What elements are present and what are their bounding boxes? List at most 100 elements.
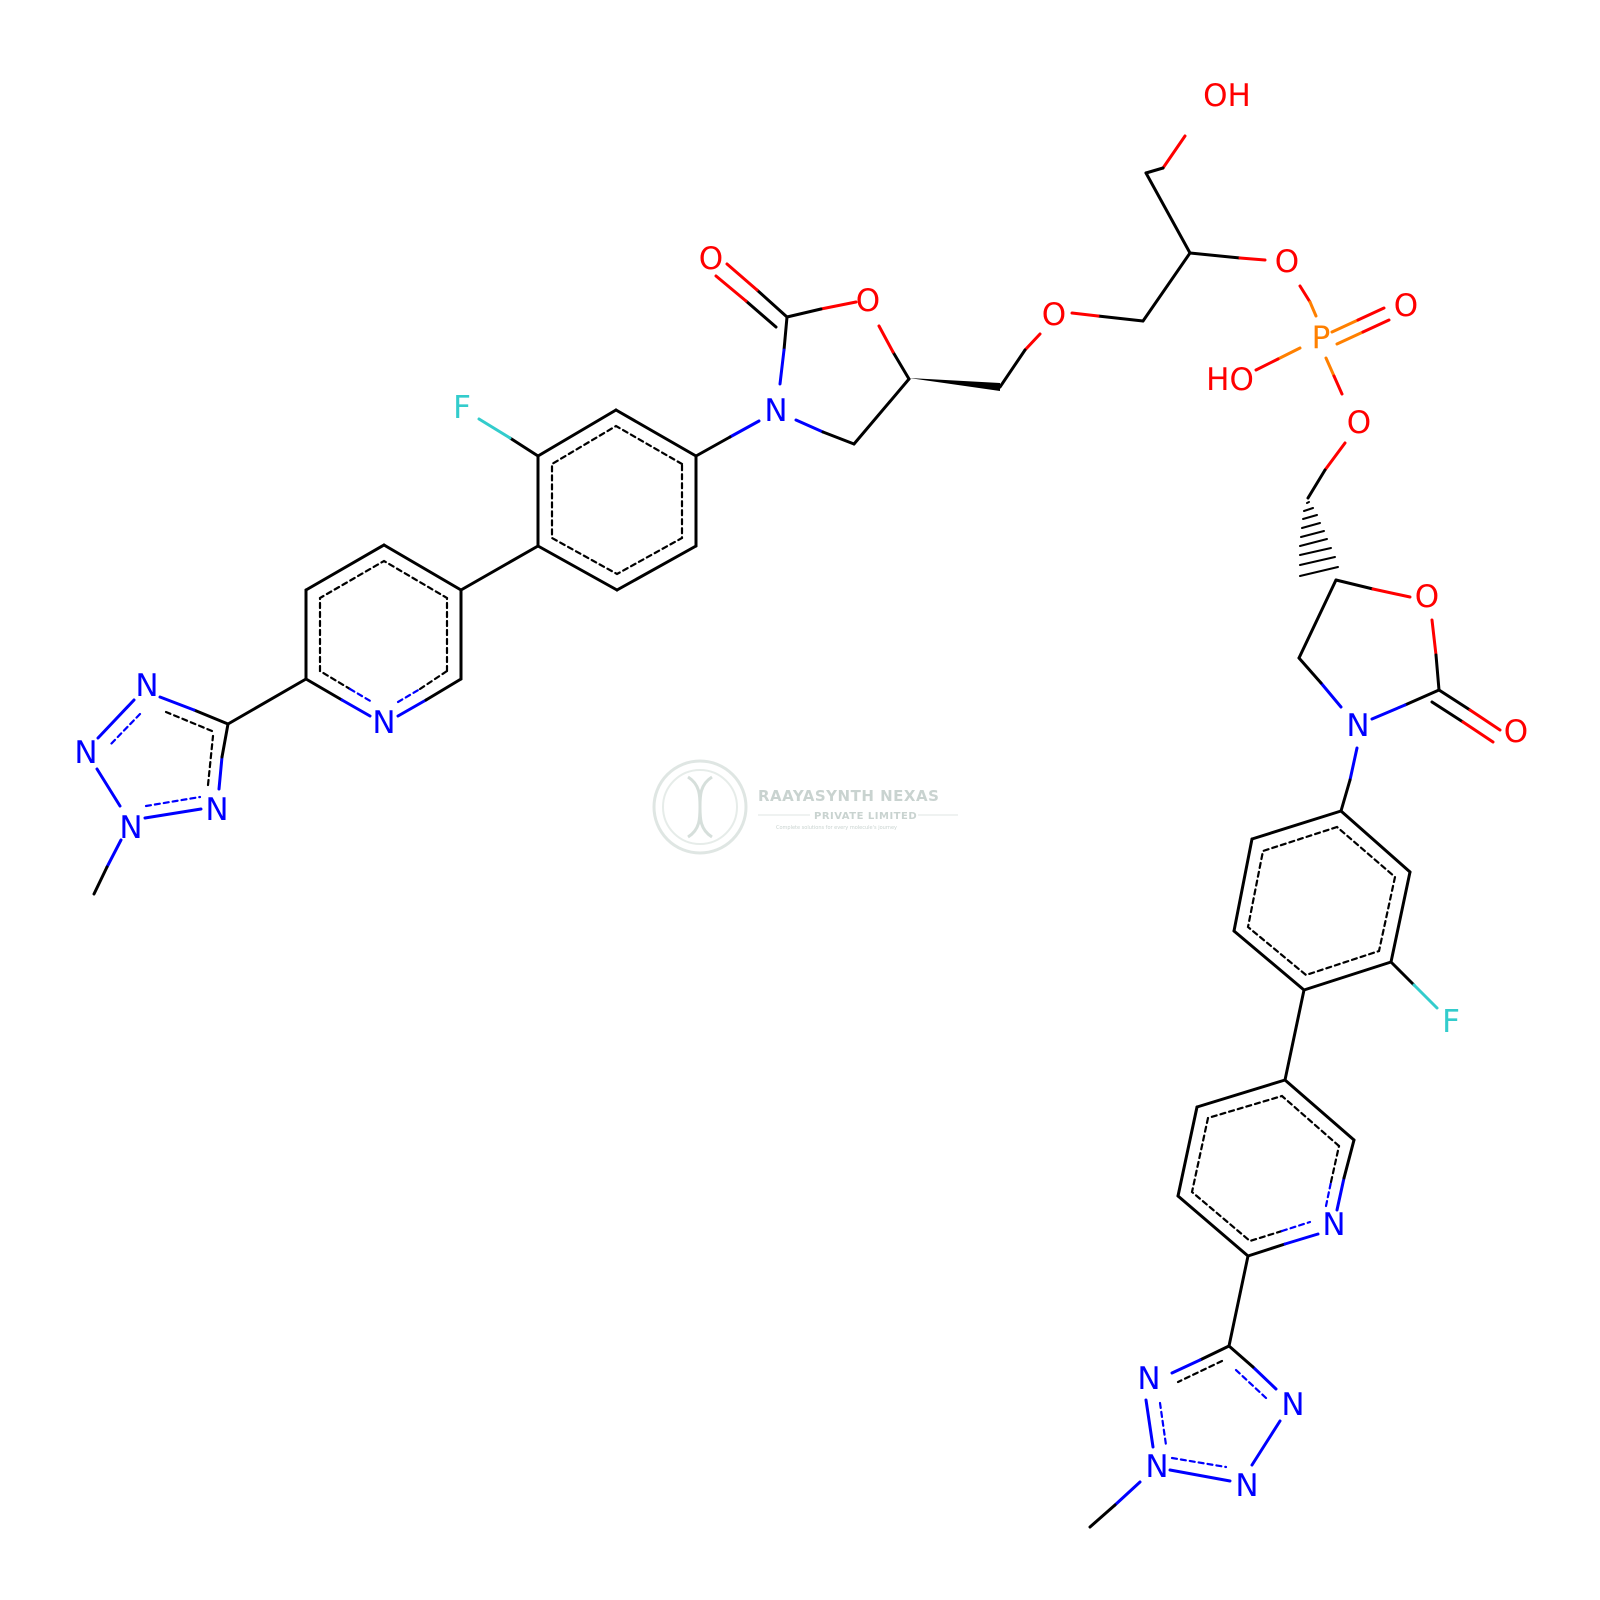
bond-c-f-right — [1389, 960, 1416, 987]
bond-tz-l-n-methyl-b — [92, 865, 109, 896]
atom-o-carbonyl-left: O — [699, 241, 723, 277]
bond-benz-l-pyr — [459, 544, 540, 592]
bond-tz-r-arom-2 — [1158, 1401, 1168, 1447]
bond-pyr-r-5b — [1335, 1176, 1346, 1212]
bond-ch2-o-ether — [1096, 314, 1145, 323]
bond-pyr-r-tetrazole — [1227, 1254, 1250, 1348]
bond-oh-top-ch2-b — [1144, 166, 1165, 175]
bond-tz-r-n4-c-b — [1227, 1344, 1255, 1369]
bond-pyr-r-3 — [1176, 1194, 1250, 1258]
bond-benz-r-5 — [1389, 870, 1412, 964]
bond-ring-r-c4-c5 — [1297, 578, 1338, 660]
bond-c-f-left — [508, 436, 540, 458]
bond-benz-r-1 — [1250, 809, 1343, 841]
bond-pyr-l-2 — [304, 543, 386, 592]
bond-tz-l-arom-1 — [164, 710, 214, 733]
bond-pyr-r-1 — [1195, 1078, 1287, 1109]
bond-c2-n3 — [782, 315, 789, 352]
bonds — [92, 134, 1502, 1529]
bond-ring-r-n3-c4-blue — [1319, 681, 1343, 709]
bond-benz-r-4 — [1302, 960, 1393, 992]
bond-n3-aryl — [694, 435, 732, 458]
atom-n-pyridine-right: N — [1322, 1207, 1345, 1243]
bond-p-o-double-2 — [1335, 330, 1365, 346]
bond-benz-r-3 — [1232, 929, 1306, 992]
bond-c2-o-carbonyl-1r — [725, 262, 759, 292]
atom-o-carbonyl-right: O — [1504, 714, 1528, 750]
bond-pyr-r-aromatic-end — [1329, 1144, 1341, 1184]
atom-n-tetrazole-left-1: N — [135, 668, 158, 704]
bond-ch-o-ester — [1188, 251, 1242, 260]
bond-tz-r-n1-n2 — [1144, 1398, 1155, 1449]
atom-o-ring-left: O — [856, 283, 880, 319]
bond-tz-r-n2-n3 — [1168, 1468, 1232, 1483]
bond-benz-l-4 — [536, 544, 619, 592]
bond-c2-o-carbonyl-1 — [755, 288, 789, 319]
atom-o-ether: O — [1042, 297, 1066, 333]
atom-n-tetrazole-right-1: N — [1137, 1361, 1160, 1397]
watermark-company: RAAYASYNTH NEXAS — [758, 787, 939, 805]
bond-n3-c4 — [821, 430, 856, 446]
bond-ring-c5-o1-red — [877, 324, 895, 354]
watermark-tagline: Complete solutions for every molecule's … — [776, 825, 897, 831]
bond-ring-r-c5-o1-red — [1371, 587, 1412, 599]
bond-ring-o1-c2 — [785, 307, 823, 319]
bond-c2-o-carbonyl-2 — [744, 299, 778, 329]
bond-pyr-r-aromatic — [1190, 1094, 1341, 1243]
bond-pyr-l-5b — [396, 698, 428, 718]
bond-hash-wedge-right — [1299, 501, 1339, 577]
bond-o-p-top-orange — [1308, 300, 1318, 318]
bond-ring-r-c2-o-1 — [1437, 688, 1472, 712]
bond-n3-c4-blue — [794, 418, 825, 434]
bond-benz-l-aromatic — [550, 424, 684, 576]
bond-benz-l-5 — [615, 544, 698, 592]
bond-ring-r-c2-o-2 — [1430, 700, 1465, 724]
bond-tz-r-c-n1 — [1198, 1344, 1231, 1362]
bond-benz-l-1 — [614, 408, 698, 458]
atom-o-phosphate-ester: O — [1347, 405, 1371, 441]
bond-pyr-l-4b — [340, 698, 372, 718]
bond-c4-c5 — [852, 377, 911, 446]
bond-ch-o-ester-red — [1238, 256, 1267, 262]
atom-n-tetrazole-left-3: N — [119, 810, 142, 846]
bond-tz-l-c-n1 — [192, 708, 230, 726]
bond-pyr-l-4 — [304, 677, 344, 702]
bond-p-oh-red — [1254, 357, 1280, 372]
bond-tz-r-c-n1b — [1170, 1358, 1202, 1375]
bond-tz-l-n1-n2 — [96, 698, 136, 740]
bond-ch2-ch — [1144, 171, 1192, 255]
bond-pyr-l-aromatic-blue2 — [396, 687, 422, 704]
atom-o-glycerol-ester: O — [1275, 244, 1299, 280]
atom-n-tetrazole-left-4: N — [205, 792, 228, 828]
bond-tz-r-arom-1 — [1176, 1359, 1224, 1384]
bond-benz-r-2 — [1232, 837, 1254, 933]
bond-ring-r-c2-o-2r — [1461, 720, 1495, 744]
atom-n-oxazolidinone-left: N — [764, 393, 787, 429]
bond-o-ether-ch2-red — [1023, 332, 1042, 352]
atom-p: P — [1312, 320, 1331, 356]
watermark-helix-icon — [687, 775, 713, 839]
bond-tz-l-n2-n3 — [95, 767, 122, 808]
bond-tz-r-n-methyl-b — [1088, 1503, 1117, 1529]
bond-tz-l-c-n1b — [158, 695, 196, 712]
bond-tz-l-arom-4 — [206, 734, 215, 787]
bond-c-f-left-cyan — [477, 417, 512, 440]
bond-pyr-l-5 — [424, 677, 463, 702]
atom-o-p-double: O — [1394, 288, 1418, 324]
bond-benz-r-aromatic — [1246, 825, 1397, 977]
bond-p-oh — [1276, 346, 1302, 361]
bond-benz-r-pyr — [1283, 988, 1306, 1082]
atom-n-tetrazole-right-4: N — [1235, 1468, 1258, 1504]
watermark-subtitle: PRIVATE LIMITED — [814, 811, 917, 822]
bond-pyr-r-4b — [1283, 1232, 1320, 1246]
atom-n-pyridine-left: N — [372, 705, 395, 741]
bond-o-ch2-lower — [1306, 468, 1327, 500]
bond-p-o-double-1b — [1356, 306, 1386, 322]
bond-ring-c5-o1 — [891, 350, 911, 381]
bond-pyr-r-4 — [1246, 1242, 1287, 1258]
bond-tz-l-arom-3 — [144, 795, 202, 808]
bond-pyr-l-aromatic-blue — [348, 687, 374, 704]
atom-n-oxazolidinone-right: N — [1346, 708, 1369, 744]
bond-tz-l-n4-c — [217, 755, 224, 791]
bond-ring-r-n3-c4 — [1297, 656, 1323, 685]
